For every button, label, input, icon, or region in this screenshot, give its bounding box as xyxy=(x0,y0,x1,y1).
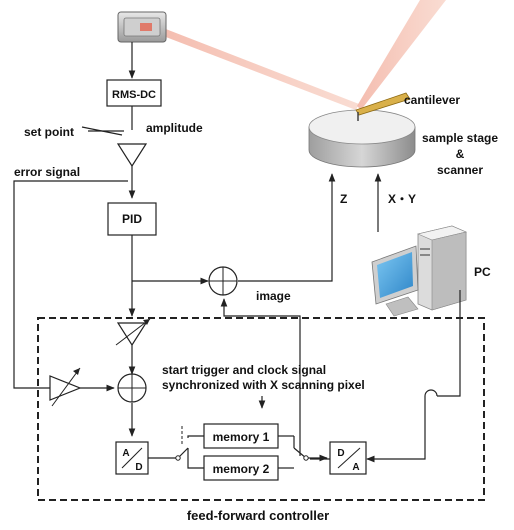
pc-label: PC xyxy=(474,265,491,279)
rms-dc-label: RMS-DC xyxy=(112,89,156,101)
feed-forward-controller-label: feed-forward controller xyxy=(187,508,329,523)
feed-forward-controller-box xyxy=(37,317,485,501)
cantilever-icon xyxy=(355,92,411,121)
laser-beam-detector xyxy=(158,26,359,110)
trigger-line2: synchronized with X scanning pixel xyxy=(162,378,365,392)
switch-indicators xyxy=(181,426,301,446)
pid-box xyxy=(107,202,157,236)
memory2-box xyxy=(203,455,279,481)
da-converter-box xyxy=(329,441,367,475)
trigger-line1: start trigger and clock signal xyxy=(162,363,326,377)
amplitude-label: amplitude xyxy=(146,121,203,135)
ad-converter-box xyxy=(115,441,149,475)
sample-stage-label: sample stage xyxy=(422,131,498,145)
memory1-label: memory 1 xyxy=(213,430,270,444)
variable-gain-amp-left xyxy=(49,367,82,407)
z-label: Z xyxy=(340,192,347,206)
laser-beams xyxy=(158,0,446,110)
comparator-triangle xyxy=(116,143,148,168)
xy-label: X・Y xyxy=(388,192,416,206)
pc-icon xyxy=(371,225,467,317)
ad-bottom-label: D xyxy=(135,462,142,473)
connection-lines xyxy=(13,42,461,469)
sample-stage-icon xyxy=(308,109,416,168)
memory1-box xyxy=(203,423,279,449)
rms-dc-box xyxy=(106,79,162,107)
scanner-label: scanner xyxy=(437,163,483,177)
image-label: image xyxy=(256,289,291,303)
ad-top-label: A xyxy=(122,448,129,459)
da-bottom-label: A xyxy=(352,462,359,473)
sample-stage-ampersand: & xyxy=(456,147,465,161)
da-top-label: D xyxy=(337,448,344,459)
laser-beam-source xyxy=(357,0,446,110)
switch-pivots xyxy=(175,455,309,461)
photodetector-icon xyxy=(117,11,167,43)
memory2-label: memory 2 xyxy=(213,462,270,476)
pid-label: PID xyxy=(122,212,142,226)
summing-node-image xyxy=(208,266,238,296)
variable-gain-amp-top xyxy=(115,318,151,347)
error-signal-label: error signal xyxy=(14,165,80,179)
cantilever-label: cantilever xyxy=(404,93,460,107)
summing-node-controller xyxy=(117,373,147,403)
set-point-label: set point xyxy=(24,125,74,139)
